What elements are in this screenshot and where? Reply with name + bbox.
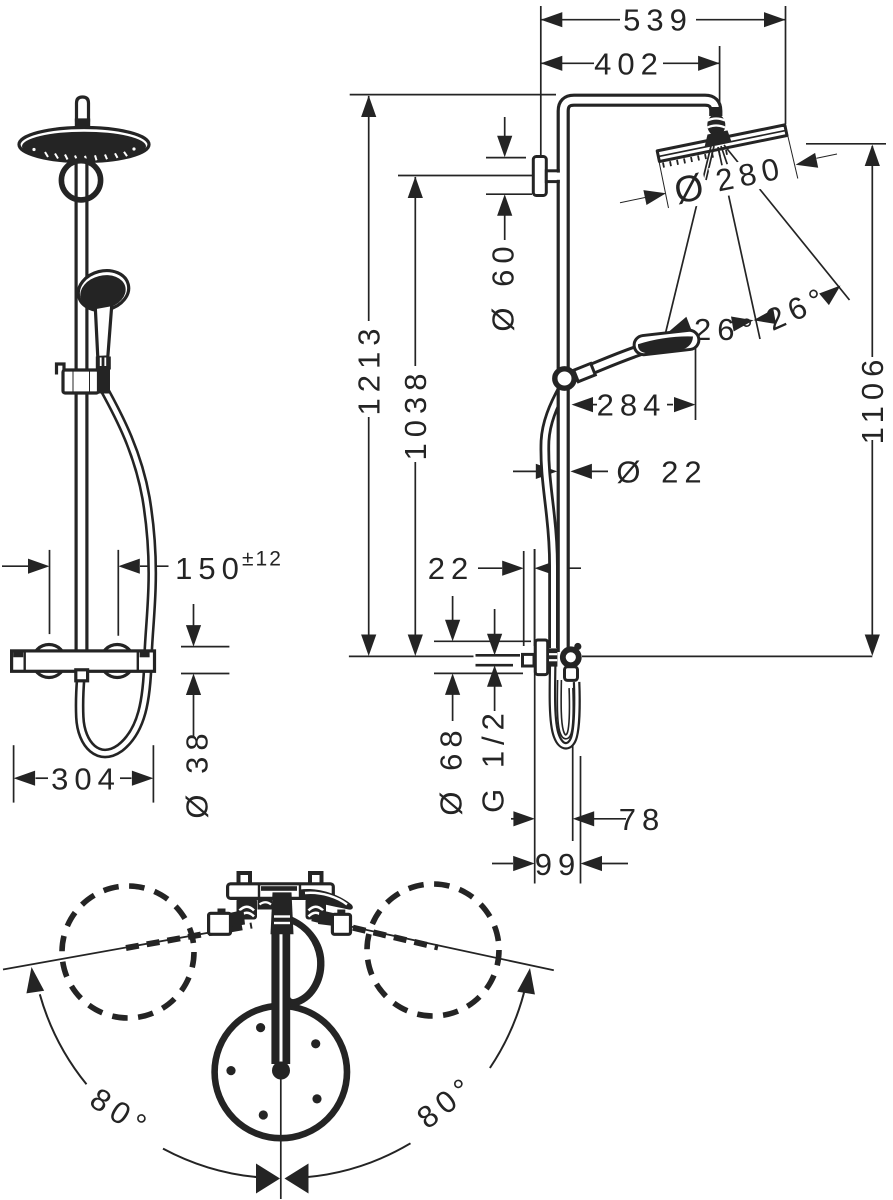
svg-text:1038: 1038 bbox=[398, 368, 433, 461]
svg-text:150: 150 bbox=[175, 551, 245, 586]
svg-text:1213: 1213 bbox=[352, 323, 387, 416]
svg-text:284: 284 bbox=[597, 388, 667, 423]
svg-text:Ø 22: Ø 22 bbox=[616, 455, 707, 490]
svg-text:G 1/2: G 1/2 bbox=[476, 707, 511, 813]
svg-text:539: 539 bbox=[623, 3, 693, 38]
svg-text:Ø 38: Ø 38 bbox=[180, 727, 215, 818]
svg-text:Ø 60: Ø 60 bbox=[486, 240, 521, 331]
svg-text:Ø 68: Ø 68 bbox=[434, 724, 469, 815]
svg-text:99: 99 bbox=[535, 847, 581, 882]
svg-text:78: 78 bbox=[619, 802, 665, 837]
svg-text:26°: 26° bbox=[694, 312, 759, 347]
svg-text:1106: 1106 bbox=[855, 354, 890, 445]
svg-text:22: 22 bbox=[428, 551, 474, 586]
svg-text:±12: ±12 bbox=[242, 548, 283, 571]
svg-text:402: 402 bbox=[594, 46, 664, 81]
svg-text:304: 304 bbox=[51, 761, 121, 796]
